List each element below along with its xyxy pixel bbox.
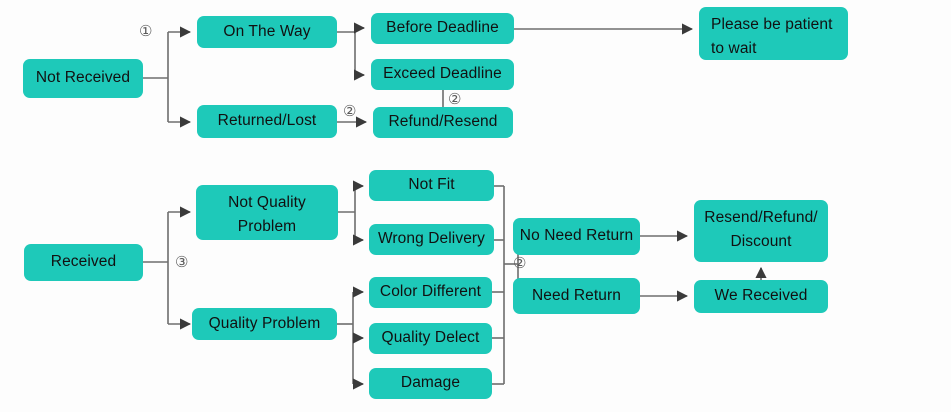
node-refund-resend-label: Refund/Resend bbox=[388, 113, 498, 131]
node-need-return[interactable]: Need Return bbox=[513, 278, 640, 314]
node-quality-problem-label: Quality Problem bbox=[208, 314, 321, 332]
node-quality-delect-label: Quality Delect bbox=[381, 329, 480, 347]
node-quality-problem[interactable]: Quality Problem bbox=[192, 308, 337, 340]
node-exceed-deadline[interactable]: Exceed Deadline bbox=[371, 59, 514, 90]
node-wrong-delivery[interactable]: Wrong Delivery bbox=[369, 224, 494, 255]
node-returned-lost[interactable]: Returned/Lost bbox=[197, 105, 337, 138]
node-not-received[interactable]: Not Received bbox=[23, 59, 143, 98]
node-on-the-way[interactable]: On The Way bbox=[197, 16, 337, 48]
marker-step-2-exceed-deadline-icon: ② bbox=[448, 91, 462, 108]
node-received[interactable]: Received bbox=[24, 244, 143, 281]
marker-step-3-received-icon: ③ bbox=[175, 254, 189, 271]
node-before-deadline[interactable]: Before Deadline bbox=[371, 13, 514, 44]
node-on-the-way-label: On The Way bbox=[223, 22, 311, 40]
node-returned-lost-label: Returned/Lost bbox=[217, 112, 317, 130]
node-before-deadline-label: Before Deadline bbox=[386, 19, 499, 37]
node-quality-delect[interactable]: Quality Delect bbox=[369, 323, 492, 354]
node-refund-resend[interactable]: Refund/Resend bbox=[373, 107, 513, 138]
node-resend-refund-discount-line1: Resend/Refund/ bbox=[704, 209, 818, 226]
node-damage[interactable]: Damage bbox=[369, 368, 492, 399]
node-color-different[interactable]: Color Different bbox=[369, 277, 492, 308]
node-no-need-return[interactable]: No Need Return bbox=[513, 218, 640, 255]
node-please-be-patient-to-wait[interactable]: Please be patient to wait bbox=[699, 7, 848, 60]
node-not-quality-problem[interactable]: Not Quality Problem bbox=[196, 185, 338, 240]
node-received-label: Received bbox=[50, 253, 117, 271]
node-not-received-label: Not Received bbox=[35, 69, 131, 87]
node-resend-refund-discount-line2: Discount bbox=[730, 233, 792, 251]
node-resend-refund-discount[interactable]: Resend/Refund/ Discount bbox=[694, 200, 828, 262]
node-not-fit-label: Not Fit bbox=[408, 176, 455, 194]
node-wrong-delivery-label: Wrong Delivery bbox=[377, 230, 486, 248]
node-not-fit[interactable]: Not Fit bbox=[369, 170, 494, 201]
marker-step-2-returned-lost-icon: ② bbox=[343, 103, 357, 120]
node-please-be-patient-line1: Please be patient bbox=[711, 16, 833, 33]
node-not-quality-problem-line1: Not Quality bbox=[228, 194, 306, 211]
node-no-need-return-label: No Need Return bbox=[519, 227, 634, 245]
node-we-received[interactable]: We Received bbox=[694, 280, 828, 313]
marker-step-2-return-split-icon: ② bbox=[513, 255, 527, 272]
node-not-quality-problem-line2: Problem bbox=[237, 218, 297, 236]
node-color-different-label: Color Different bbox=[379, 283, 482, 301]
node-need-return-label: Need Return bbox=[532, 286, 621, 304]
node-we-received-label: We Received bbox=[714, 287, 808, 305]
node-damage-label: Damage bbox=[400, 374, 461, 392]
node-exceed-deadline-label: Exceed Deadline bbox=[383, 65, 502, 83]
node-please-be-patient-line2: to wait bbox=[711, 40, 757, 58]
marker-step-1-icon: ① bbox=[139, 23, 153, 40]
